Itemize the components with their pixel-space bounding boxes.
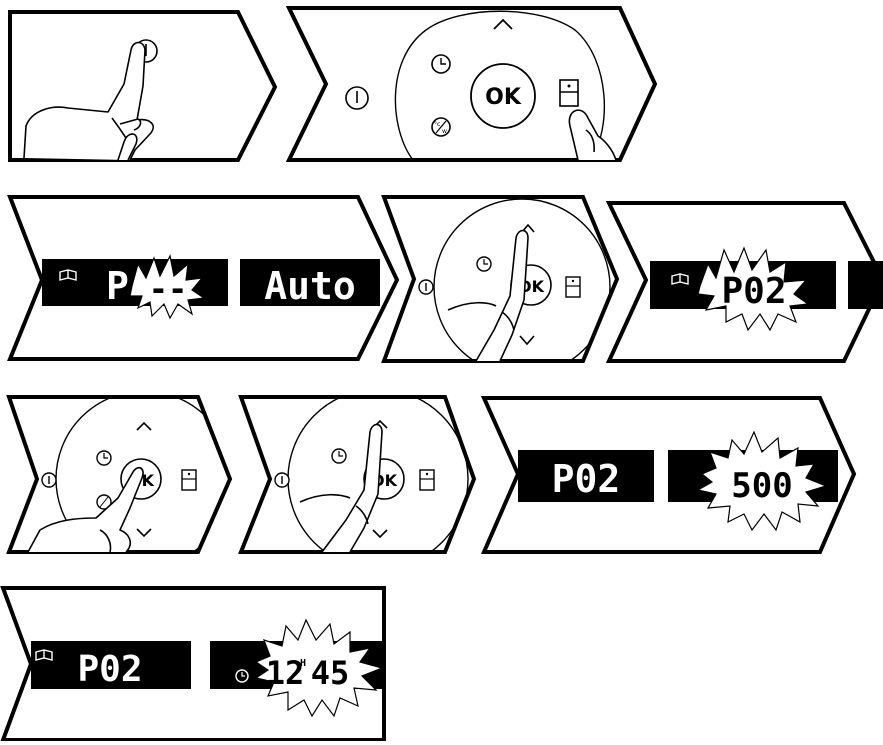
menu-book-icon <box>420 470 434 490</box>
mode-text: Auto <box>264 264 356 308</box>
step-3-panel: P -- Auto <box>10 197 397 359</box>
menu-book-icon <box>182 470 196 490</box>
program-letter: P <box>106 264 129 308</box>
temp-weight-icon: °c w <box>432 118 450 136</box>
weight-unit: g <box>814 487 821 501</box>
ok-button[interactable]: OK <box>471 64 535 128</box>
clock-icon <box>97 451 111 465</box>
clock-icon <box>477 257 491 271</box>
menu-book-icon[interactable] <box>560 80 578 106</box>
program-number: P02 <box>721 271 786 312</box>
menu-book-icon <box>566 277 580 297</box>
step-8-panel: P02 500 g <box>484 398 854 552</box>
blinking-dashes: -- <box>149 270 188 308</box>
step-1-panel <box>10 12 275 160</box>
power-icon <box>42 473 56 487</box>
step-6-panel: OK <box>9 391 232 567</box>
step-4-panel: OK <box>384 197 617 375</box>
step-7-panel: OK <box>241 389 474 569</box>
power-icon <box>275 473 289 487</box>
step-9-panel: P02 12 H 45 <box>3 588 384 740</box>
ok-label: OK <box>485 85 522 110</box>
program-number: P02 <box>77 649 142 690</box>
svg-text:w: w <box>442 128 447 135</box>
step-5-panel: P02 <box>609 203 883 361</box>
clock-icon <box>432 55 450 73</box>
clock-icon <box>332 449 346 463</box>
svg-text:°c: °c <box>434 121 440 128</box>
step-2-panel: °c w OK <box>289 8 655 160</box>
time-hour: 12 <box>266 654 305 692</box>
program-number: P02 <box>552 457 621 501</box>
weight-value: 500 <box>731 466 792 506</box>
power-icon <box>346 87 368 109</box>
time-hour-marker: H <box>300 658 306 669</box>
power-icon <box>419 280 433 294</box>
time-minute: 45 <box>311 654 350 692</box>
